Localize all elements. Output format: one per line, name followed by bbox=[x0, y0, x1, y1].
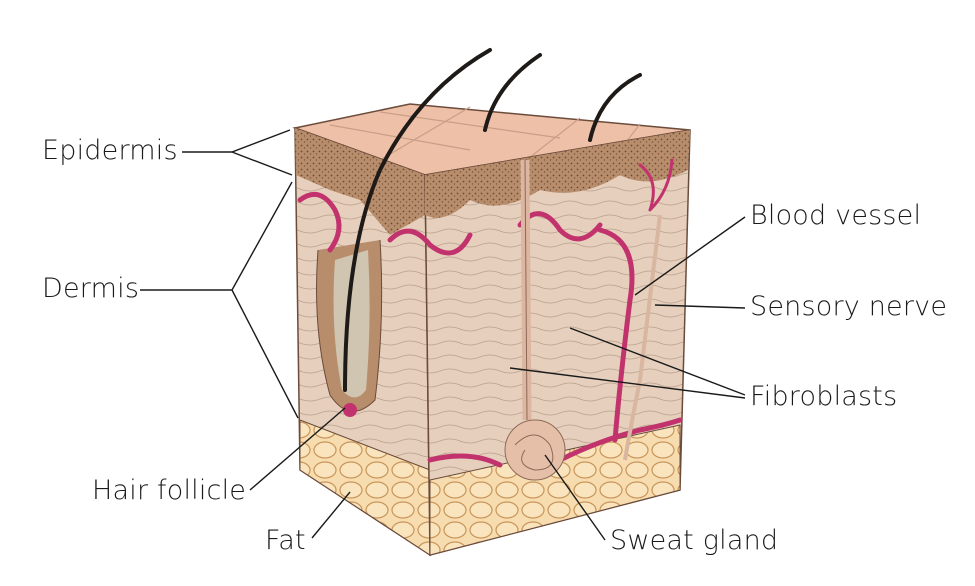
label-hair-follicle: Hair follicle bbox=[92, 475, 247, 506]
sweat-gland-shape bbox=[504, 159, 566, 481]
blood-vessels bbox=[297, 158, 683, 468]
hair-follicle-shape bbox=[316, 239, 383, 417]
hairs bbox=[343, 48, 642, 392]
label-sensory-nerve: Sensory nerve bbox=[750, 291, 948, 322]
label-sweat-gland: Sweat gland bbox=[610, 525, 779, 556]
label-fat: Fat bbox=[265, 525, 306, 556]
right-face bbox=[424, 129, 691, 556]
label-blood-vessel: Blood vessel bbox=[750, 200, 922, 231]
label-fibroblasts: Fibroblasts bbox=[750, 381, 898, 412]
label-epidermis: Epidermis bbox=[42, 135, 178, 166]
label-dermis: Dermis bbox=[42, 273, 140, 304]
leader-lines bbox=[140, 129, 746, 541]
sensory-nerve-shape bbox=[623, 214, 662, 461]
